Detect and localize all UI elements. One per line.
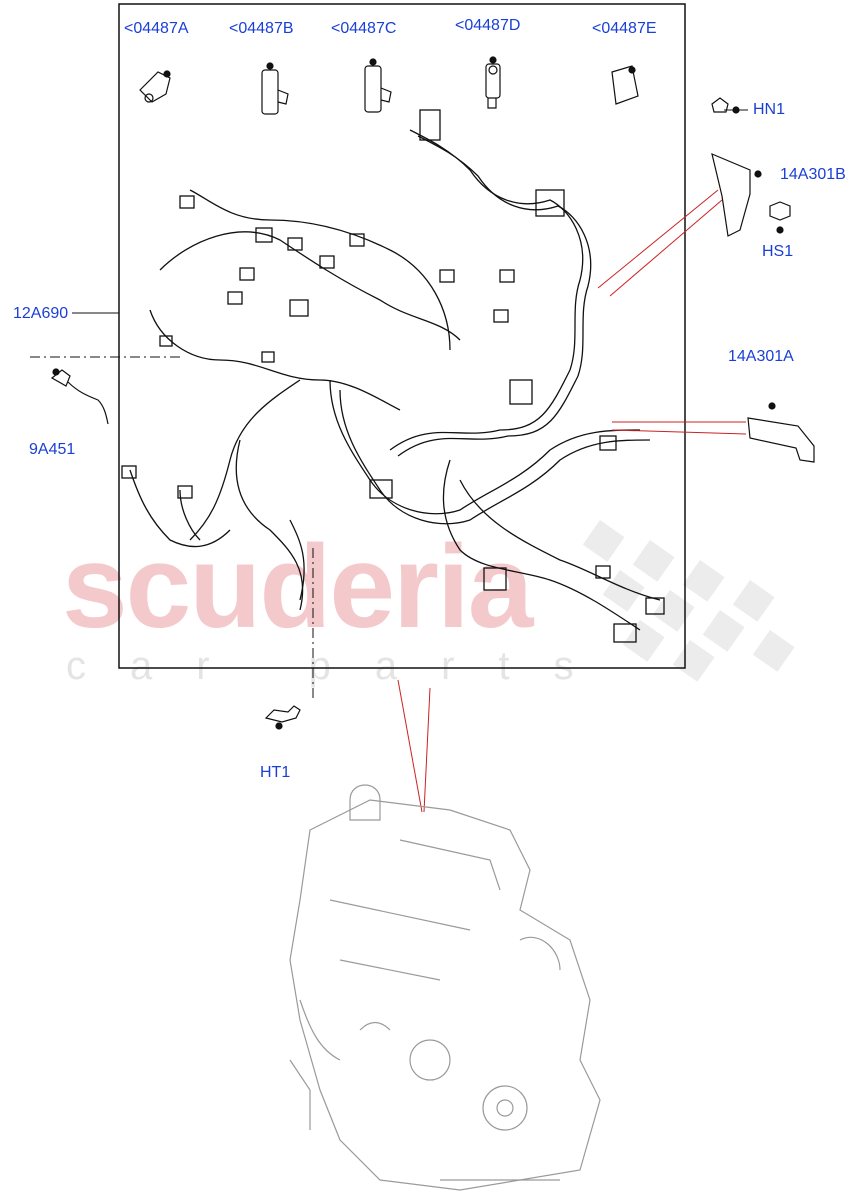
connector-04487A: [139, 70, 171, 103]
sensor-9A451: [50, 368, 109, 425]
callout-04487E: <04487E: [592, 20, 657, 37]
engine-block: [289, 784, 601, 1191]
connector-04487D: [485, 56, 501, 109]
callout-04487C: <04487C: [331, 20, 397, 37]
callout-04487D: <04487D: [455, 17, 521, 34]
callout-04487A: <04487A: [124, 20, 189, 37]
connector-04487C: [364, 58, 392, 113]
bracket-14A301A: [747, 402, 815, 463]
callout-14A301A: 14A301A: [728, 348, 794, 365]
callout-14A301B: 14A301B: [780, 166, 846, 183]
harness-frame: [118, 3, 686, 669]
watermark-brand: scuderia: [62, 521, 533, 653]
callout-12A690: 12A690: [13, 305, 69, 322]
callout-HN1: HN1: [753, 101, 786, 118]
callout-9A451: 9A451: [29, 441, 76, 458]
watermark-tagline: car parts: [66, 644, 618, 688]
connector-04487B: [261, 62, 289, 115]
connector-04487E: [611, 65, 639, 105]
checkered-flag-watermark: [582, 520, 795, 682]
callout-HS1: HS1: [762, 243, 794, 260]
callout-HT1: HT1: [260, 764, 291, 781]
sensor-HT1: [264, 705, 301, 730]
bracket-14A301B: [711, 97, 791, 237]
engine-wiring-harness: [121, 109, 665, 643]
leader-lines: [30, 109, 748, 813]
callout-04487B: <04487B: [229, 20, 294, 37]
